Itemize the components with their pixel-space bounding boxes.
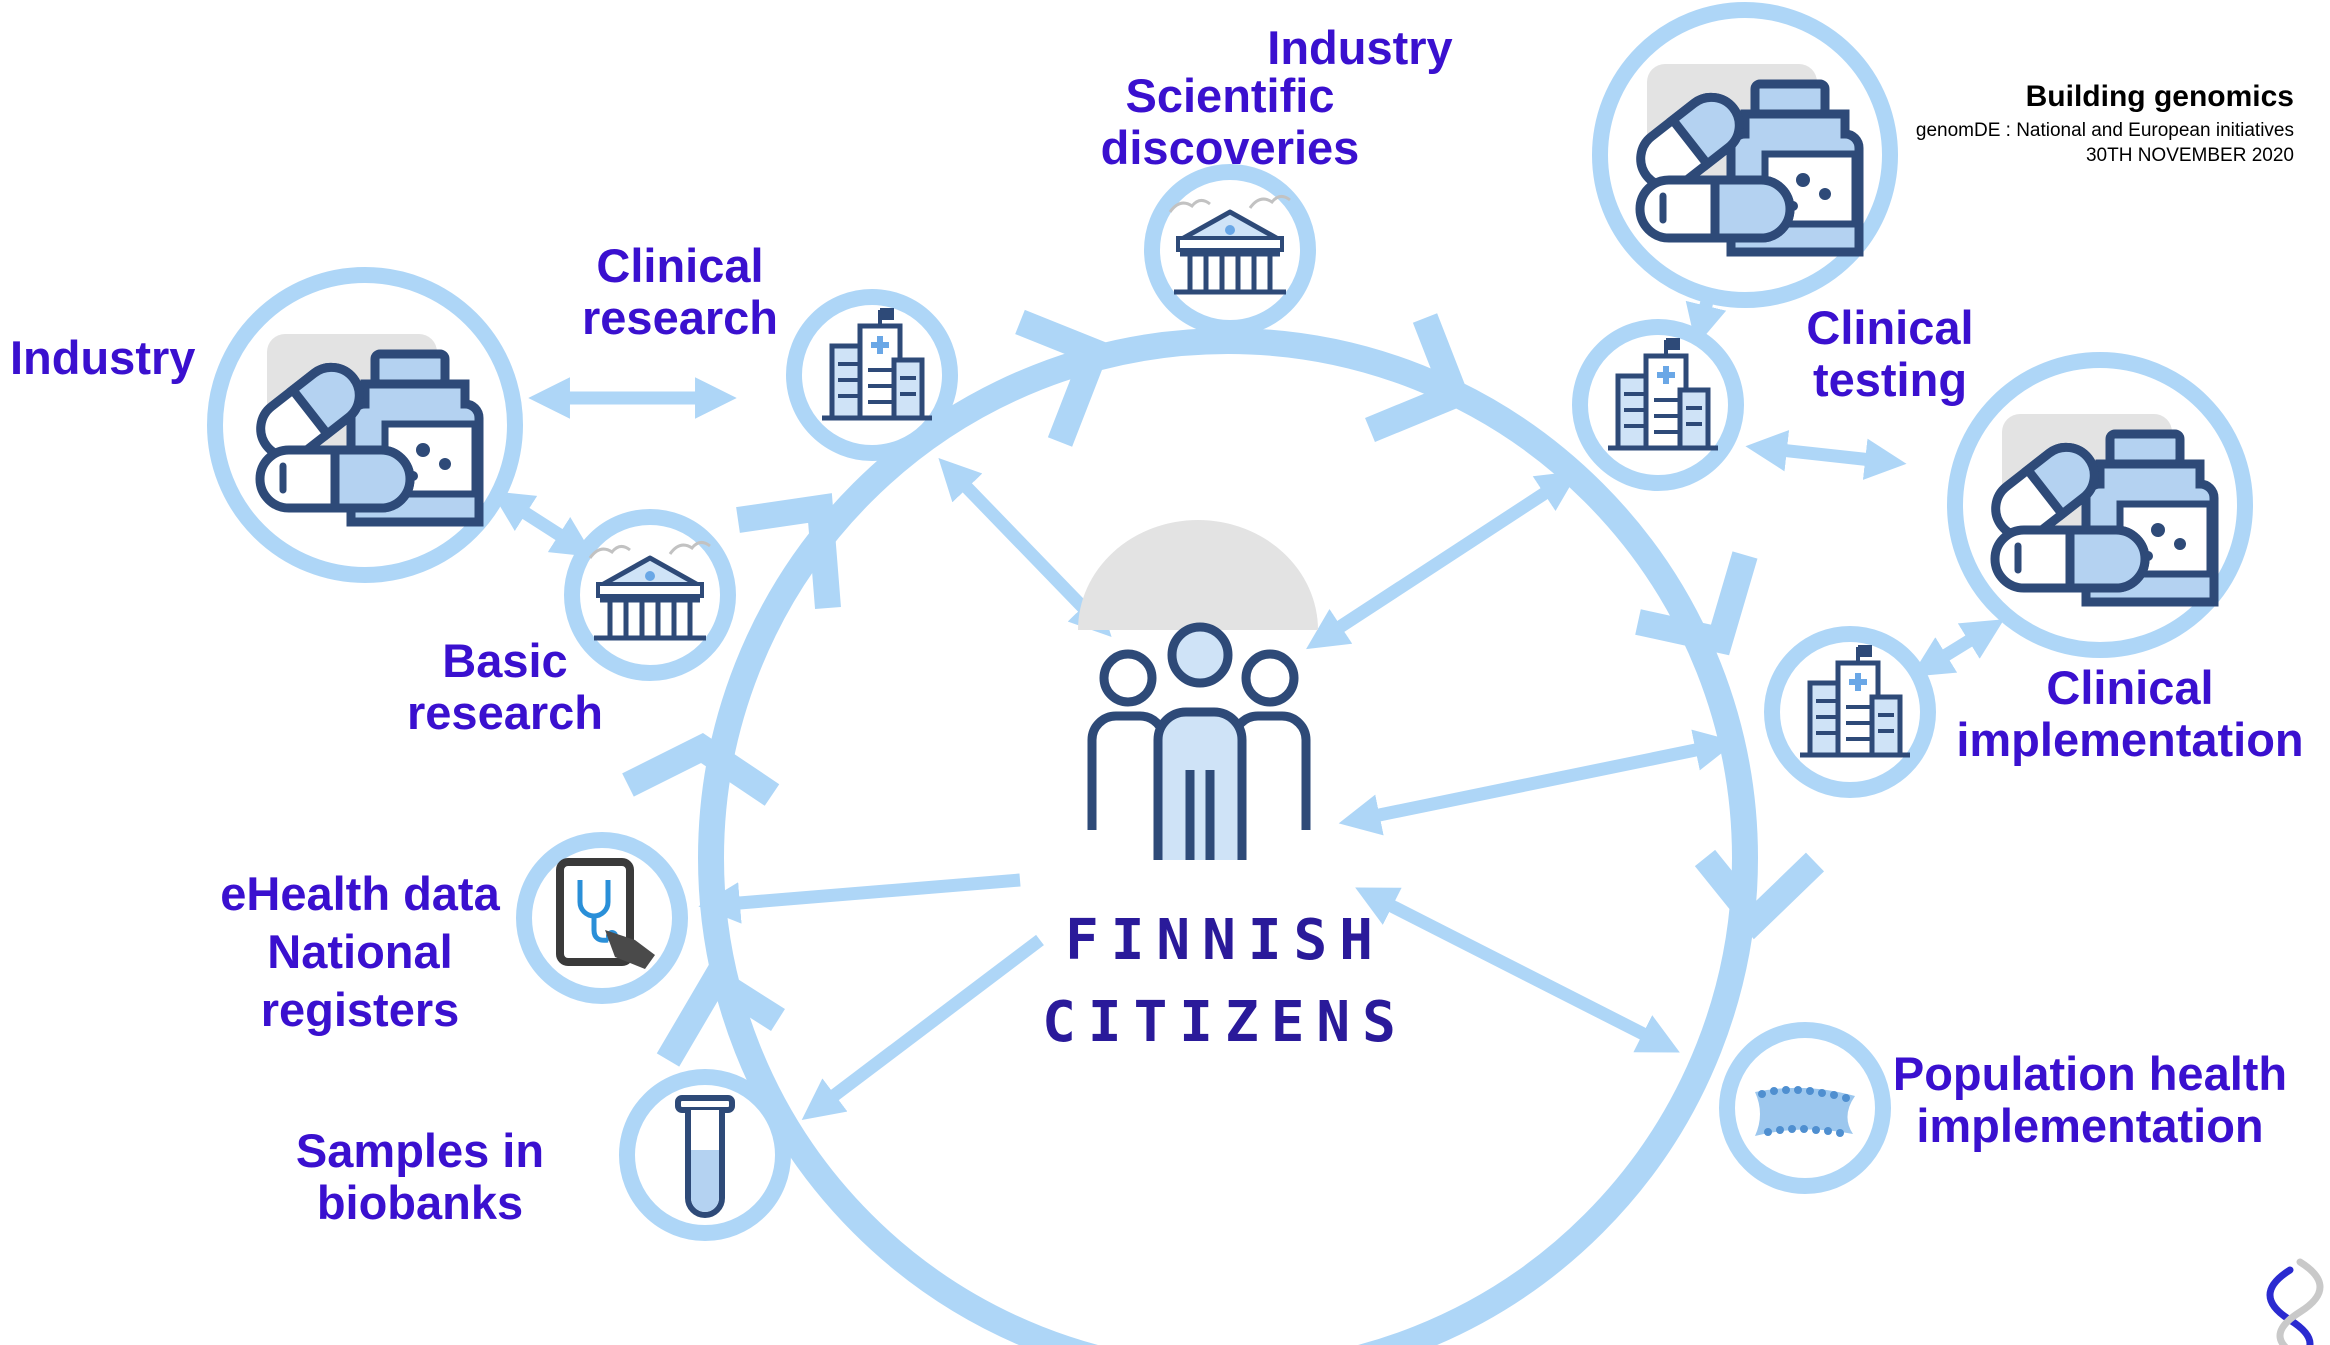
label-text: Population health [1892,1047,2288,1100]
label-text: research [582,291,778,344]
label-text: Clinical [596,239,764,292]
label-samples-biobanks: Samples in biobanks [270,1125,570,1229]
label-text: eHealth data [220,867,500,920]
crowd-icon [1755,1086,1855,1137]
label-clinical-testing: Clinical testing [1770,302,2010,406]
label-clinical-research: Clinical research [540,240,820,344]
tablet-stethoscope-icon [556,858,655,969]
label-text: testing [1812,353,1968,406]
dna-helix-icon [2266,1258,2324,1345]
cycle-ring [698,328,1758,1345]
center-title-line2: CITIZENS [1042,990,1408,1055]
label-industry-top: Industry [1240,22,1480,74]
label-text: research [407,686,603,739]
header-title: Building genomics [2025,80,2294,113]
label-text: implementation [1916,1099,2264,1152]
label-text: Industry [10,331,196,384]
label-text: National [267,925,453,978]
label-text: registers [260,983,460,1036]
label-ehealth-data: eHealth data National registers [200,865,520,1039]
people-group-icon [1078,520,1318,860]
label-scientific-discoveries: Scientific discoveries [1080,70,1380,174]
header-subtitle: genomDE : National and European initiati… [1915,120,2294,141]
label-text: Samples in [295,1124,545,1177]
label-text: Scientific [1125,69,1335,122]
label-industry-left: Industry [10,332,210,384]
label-text: Basic [442,634,568,687]
medicine-pills-icon [1984,414,2214,602]
medicine-pills-icon [249,334,479,522]
test-tube-icon [675,1095,735,1218]
label-population-health: Population health implementation [1880,1048,2300,1152]
label-text: discoveries [1100,121,1360,174]
label-text: implementation [1956,713,2304,766]
medicine-pills-icon [1629,64,1859,252]
center-title-line1: FINNISH [1064,908,1385,973]
header-date: 30TH NOVEMBER 2020 [2085,145,2294,166]
label-text: Clinical [2046,661,2214,714]
label-basic-research: Basic research [380,635,630,739]
label-clinical-implementation: Clinical implementation [1950,662,2310,766]
cycle-chevrons [622,309,1825,1067]
label-text: biobanks [316,1176,524,1229]
label-text: Industry [1267,21,1453,74]
label-text: Clinical [1806,301,1974,354]
